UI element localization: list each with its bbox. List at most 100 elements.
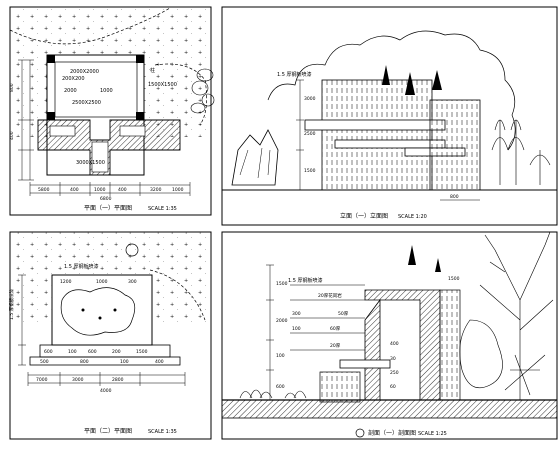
tree-group	[491, 119, 551, 185]
elev-note: 1.5 厚钢板喷漆	[277, 71, 312, 78]
dim-label: 100	[68, 349, 77, 355]
dim-label: 1000	[94, 187, 106, 193]
dimension-lines	[18, 274, 186, 386]
dim-label: 400	[390, 341, 399, 347]
dim-label: 1200	[60, 279, 72, 285]
panel-frame	[221, 231, 558, 440]
note-label: 20厚	[330, 343, 341, 349]
dim-label: 1500	[304, 168, 316, 174]
section-marker-icon	[355, 428, 365, 438]
dim-label: 500	[40, 359, 49, 365]
dim-label: 1000	[96, 279, 108, 285]
column-mark	[136, 112, 144, 120]
stone-cluster	[190, 68, 215, 114]
panel-scale: SCALE 1:35	[148, 429, 177, 435]
dim-label: 800	[9, 83, 15, 92]
dim-label: 250	[390, 370, 399, 376]
tree	[459, 231, 554, 400]
base-step	[29, 356, 181, 366]
panel-title: 平面（二）平面图	[84, 428, 132, 435]
panel-title: 平面（一）平面图	[84, 205, 132, 212]
plan-outline	[51, 274, 153, 346]
dim-label: 4000	[100, 388, 112, 394]
dim-label: 400	[155, 359, 164, 365]
dim-label: 400	[118, 187, 127, 193]
panel-frame	[221, 6, 558, 226]
dim-label: 400	[70, 187, 79, 193]
dim-label: 3000	[72, 377, 84, 383]
dim-label: 1000	[172, 187, 184, 193]
sculpture	[435, 258, 441, 272]
rock-detail	[239, 147, 271, 179]
panel-bottom-left: 1.5 厚钢板喷漆 1200 1000 300 600 100 600 200 …	[8, 231, 212, 440]
shrub-group	[239, 389, 307, 399]
dim-label: 3200	[150, 187, 162, 193]
dim-label: 60	[390, 384, 396, 390]
dim-label: 3000	[304, 96, 316, 102]
section-wall	[364, 298, 381, 401]
dim-label: 2800	[112, 377, 124, 383]
dim-label: 100	[276, 353, 285, 359]
sculpture	[408, 245, 416, 265]
dim-label: 200X200	[62, 76, 85, 82]
panel-title: 剖面（一）剖面图	[368, 429, 416, 437]
panel-scale: SCALE 1:25	[418, 431, 447, 437]
note-label: 60厚	[330, 326, 341, 332]
panel-scale: SCALE 1:35	[148, 206, 177, 212]
dim-label: 100	[292, 326, 301, 332]
dimension-lines	[18, 59, 191, 196]
base-step	[39, 344, 171, 358]
sculpture	[382, 65, 390, 85]
dim-label: 200	[112, 349, 121, 355]
dim-label: 6800	[100, 196, 112, 202]
dim-label: 600	[276, 384, 285, 390]
dim-label: 800	[80, 359, 89, 365]
water-fall	[439, 289, 461, 401]
ledge	[339, 359, 391, 369]
foliage-outline	[267, 30, 516, 151]
dim-label: 3000X1500	[76, 160, 105, 166]
rock	[231, 129, 279, 186]
inner-plan	[54, 61, 138, 118]
dim-label: 600	[44, 349, 53, 355]
dim-label: 1500	[448, 276, 460, 282]
dim-label: 800	[450, 194, 459, 200]
dim-label: 5800	[38, 187, 50, 193]
dim-label: 2000	[276, 318, 288, 324]
water-fall	[319, 371, 361, 403]
column-mark	[136, 55, 144, 63]
panel-title: 立面（一）立面图	[340, 212, 388, 220]
panel-bottom-right: 1.5 厚钢板喷漆 20厚花岗岩 50厚 300 100 60厚 20厚 150…	[221, 231, 558, 440]
dim-label: 100	[120, 359, 129, 365]
dimension-lines	[296, 79, 480, 201]
dim-label: 600	[88, 349, 97, 355]
note-label: 1.5 厚钢板喷漆	[64, 263, 99, 270]
water-wall	[429, 99, 481, 191]
foundation	[221, 399, 558, 419]
contour-line	[9, 7, 171, 45]
note-label: 1.5 厚钢板喷漆	[8, 288, 15, 320]
pond-outline	[60, 287, 136, 336]
tree-symbol	[125, 243, 139, 257]
panel-top-left: 2000X2000 200X200 2500X2500 3000X1500 柱 …	[9, 6, 215, 216]
contour-line	[149, 269, 206, 321]
dim-label: 1500	[136, 349, 148, 355]
sculpture	[432, 70, 442, 90]
sculpture	[405, 72, 415, 95]
note-label: 1500X1500	[148, 82, 177, 88]
dim-label: 1000	[100, 88, 113, 94]
dim-label: 7000	[36, 377, 48, 383]
panel-scale: SCALE 1:20	[398, 214, 427, 220]
note-label: 柱	[150, 67, 155, 74]
dimension-lines	[266, 264, 365, 401]
note-label: 50厚	[338, 311, 349, 317]
water-wall	[321, 79, 433, 191]
dim-label: 2000X2000	[70, 69, 99, 75]
dim-label: 400	[9, 131, 15, 140]
dim-label: 2500	[304, 131, 316, 137]
panel-top-right: 1.5 厚钢板喷漆 3000 2500 1500 800 立面（一）立面图 SC…	[221, 6, 558, 226]
dim-label: 2500X2500	[72, 100, 101, 106]
dim-label: 300	[292, 311, 301, 317]
dim-label: 2000	[64, 88, 77, 94]
